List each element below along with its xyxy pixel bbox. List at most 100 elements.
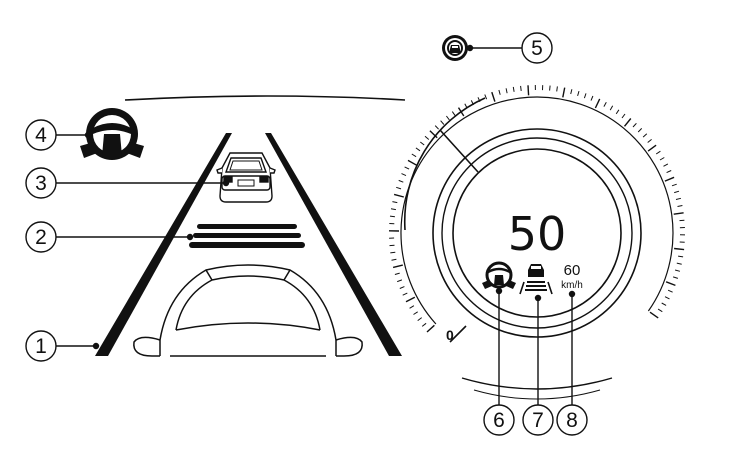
current-speed: 50	[508, 207, 567, 261]
scale-tick	[661, 302, 667, 306]
callout-8: 8	[556, 404, 588, 436]
scale-tick	[429, 130, 438, 139]
bottom-arc	[461, 377, 613, 390]
road-view	[95, 95, 406, 357]
radar-cruise-icon	[442, 35, 468, 61]
scale-tick	[609, 105, 614, 111]
gauge-ring-middle	[441, 137, 633, 329]
scale-tick	[411, 153, 417, 158]
speed-needle-lower	[449, 325, 467, 343]
scale-tick	[407, 159, 418, 166]
svg-text:1: 1	[35, 335, 47, 358]
scale-tick	[583, 93, 587, 99]
scale-tick	[570, 89, 573, 95]
scale-tick	[393, 193, 404, 198]
scale-tick	[642, 133, 648, 138]
scale-tick	[505, 88, 508, 94]
svg-text:5: 5	[531, 37, 543, 60]
scale-tick	[672, 276, 679, 279]
scale-tick	[549, 85, 551, 91]
scale-tick	[674, 190, 680, 194]
scale-tick	[675, 197, 682, 200]
scale-tick	[491, 91, 496, 102]
lead-vehicle-icon	[519, 264, 553, 295]
scale-tick	[394, 272, 400, 275]
scale-tick	[655, 150, 661, 155]
scale-tick	[392, 201, 398, 204]
scale-tick	[419, 141, 425, 146]
scale-tick	[677, 205, 683, 207]
scale-tick	[663, 163, 669, 167]
scale-tick	[397, 279, 403, 283]
scale-tick	[632, 122, 637, 128]
set-speed-unit: km/h	[561, 280, 583, 291]
callout-4: 4	[25, 119, 57, 151]
scale-tick	[590, 95, 594, 101]
scale-tick	[623, 118, 632, 127]
svg-text:6: 6	[493, 409, 505, 432]
scale-tick	[671, 183, 677, 187]
scale-tick	[391, 258, 397, 261]
scale-tick	[440, 120, 445, 125]
scale-tick	[667, 289, 673, 293]
scale-tick	[484, 94, 488, 100]
scale-tick	[615, 109, 620, 115]
scale-tick	[415, 147, 421, 152]
callout-7: 7	[522, 404, 554, 436]
scale-tick	[556, 86, 558, 92]
callout-2: 2	[25, 221, 57, 253]
callout-3: 3	[25, 167, 57, 199]
scale-tick	[401, 173, 407, 177]
scale-tick	[445, 115, 450, 121]
scale-tick	[657, 308, 663, 313]
scale-tick	[562, 87, 566, 98]
scale-tick	[426, 324, 435, 333]
scale-tick	[389, 215, 395, 218]
scale-ring	[400, 96, 674, 325]
left-lane-line	[95, 133, 232, 356]
lead-vehicle	[216, 152, 276, 203]
scale-tick	[664, 176, 675, 182]
scale-tick	[678, 255, 684, 258]
speedometer: 0 50 60 km/h	[388, 84, 686, 400]
scale-tick	[637, 128, 643, 133]
scale-tick	[527, 85, 530, 96]
callout-6: 6	[483, 404, 515, 436]
scale-tick	[390, 251, 396, 254]
scale-tick	[404, 166, 410, 170]
scale-tick	[647, 144, 657, 152]
scale-tick	[390, 208, 396, 211]
svg-text:4: 4	[35, 124, 47, 147]
scale-tick	[649, 311, 659, 319]
svg-text:8: 8	[566, 409, 578, 432]
scale-tick	[398, 179, 404, 183]
scale-tick	[413, 311, 418, 315]
scale-tick	[666, 170, 672, 174]
scale-tick	[520, 85, 522, 91]
scale-tick	[594, 98, 601, 109]
right-lane-line	[265, 133, 402, 356]
scale-tick	[424, 135, 430, 140]
gauge-ring-outer	[432, 128, 642, 338]
callout-1: 1	[25, 330, 57, 362]
scale-tick	[451, 111, 456, 116]
callout-leaders	[56, 44, 576, 405]
scale-tick	[659, 157, 665, 161]
callout-5: 5	[521, 32, 553, 64]
scale-tick	[603, 101, 607, 107]
scale-tick	[417, 317, 423, 322]
distance-bars	[189, 224, 305, 248]
scale-tick	[409, 305, 415, 309]
svg-text:2: 2	[35, 226, 47, 249]
svg-text:7: 7	[532, 409, 544, 432]
scale-tick	[676, 262, 682, 265]
scale-tick	[647, 139, 652, 143]
scale-tick	[512, 86, 515, 92]
speed-scale-ticks	[388, 84, 686, 333]
scale-tick	[674, 247, 685, 251]
scale-tick	[392, 264, 403, 269]
scale-tick	[399, 286, 405, 289]
scale-tick	[674, 269, 681, 272]
scale-tick	[665, 281, 676, 287]
